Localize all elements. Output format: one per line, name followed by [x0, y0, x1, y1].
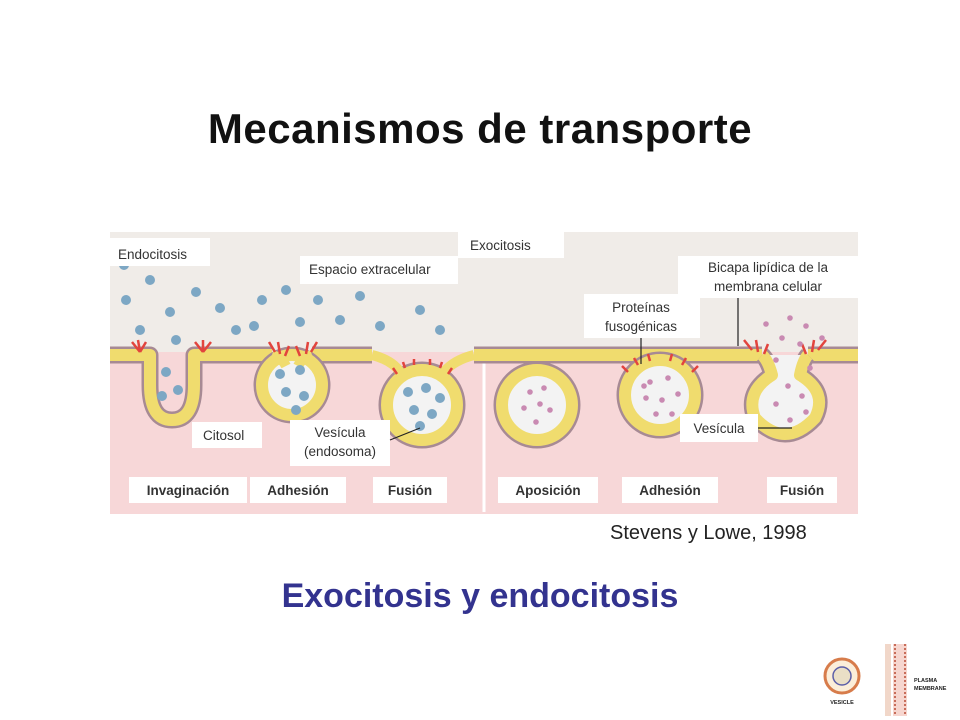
cargo-particle: [409, 405, 419, 415]
cargo-particle: [313, 295, 323, 305]
cargo-particle: [547, 407, 553, 413]
label-fusogenic-proteins-1: Proteínas: [612, 300, 670, 315]
cargo-particle: [819, 335, 825, 341]
step-label-box: [129, 477, 247, 503]
label-lipid-bilayer-2: membrana celular: [714, 279, 823, 294]
endocytic-cargo: [119, 260, 445, 431]
step-label-box: [498, 477, 598, 503]
cargo-particle: [537, 401, 543, 407]
cargo-particle: [403, 387, 413, 397]
cargo-particle: [527, 389, 533, 395]
cargo-particle: [249, 321, 259, 331]
cargo-particle: [335, 315, 345, 325]
cargo-particle: [415, 305, 425, 315]
cargo-particle: [665, 375, 671, 381]
label-endosome-1: Vesícula: [314, 425, 366, 440]
cargo-particle: [521, 405, 527, 411]
cargo-particle: [215, 303, 225, 313]
cargo-particle: [375, 321, 385, 331]
cargo-particle: [533, 419, 539, 425]
thumbnail-membrane-strip: [893, 644, 907, 716]
cargo-particle: [281, 387, 291, 397]
cargo-particle: [295, 317, 305, 327]
pointer-endosome: [389, 427, 421, 441]
label-vesicle: Vesícula: [693, 421, 745, 436]
label-extracellular-space: Espacio extracelular: [309, 262, 431, 277]
cargo-particle: [161, 367, 171, 377]
thumbnail-plasma-label: PLASMA: [914, 678, 937, 684]
page-title: Mecanismos de transporte: [207, 105, 753, 152]
cargo-particle: [797, 341, 803, 347]
cargo-particle: [787, 315, 793, 321]
cargo-particle: [355, 291, 365, 301]
label-cytosol: Citosol: [203, 428, 244, 443]
label-lipid-bilayer-1: Bicapa lipídica de la: [708, 260, 829, 275]
step-label-box: [767, 477, 837, 503]
label-fusogenic-proteins-2: fusogénicas: [605, 319, 677, 334]
cargo-particle: [157, 391, 167, 401]
step-label: Aposición: [515, 483, 580, 498]
cargo-particle: [165, 307, 175, 317]
step-label: Adhesión: [639, 483, 701, 498]
cargo-particle: [641, 383, 647, 389]
cargo-particle: [435, 325, 445, 335]
cargo-particle: [291, 405, 301, 415]
cargo-particle: [763, 321, 769, 327]
cargo-particle: [779, 335, 785, 341]
cargo-particle: [643, 395, 649, 401]
cargo-particle: [231, 325, 241, 335]
cargo-particle: [669, 411, 675, 417]
cargo-particle: [275, 369, 285, 379]
fusogenic-proteins: [131, 339, 827, 375]
cargo-particle: [145, 275, 155, 285]
thumbnail-membrane-label: MEMBRANE: [914, 686, 947, 692]
cargo-particle: [295, 365, 305, 375]
cargo-particle: [421, 383, 431, 393]
cargo-particle: [427, 409, 437, 419]
cargo-particle: [799, 393, 805, 399]
cargo-particle: [191, 287, 201, 297]
citation: Stevens y Lowe, 1998: [610, 522, 807, 544]
cargo-particle: [121, 295, 131, 305]
cargo-particle: [281, 285, 291, 295]
cargo-particle: [541, 385, 547, 391]
exocytic-cargo: [521, 315, 825, 425]
step-label: Fusión: [780, 483, 824, 498]
cargo-particle: [173, 385, 183, 395]
step-label-box: [250, 477, 346, 503]
step-label-box: [373, 477, 447, 503]
cargo-particle: [785, 383, 791, 389]
cargo-particle: [803, 409, 809, 415]
label-exocitosis: Exocitosis: [470, 238, 531, 253]
step-label: Invaginación: [147, 483, 230, 498]
cargo-particle: [647, 379, 653, 385]
cargo-particle: [807, 365, 813, 371]
cargo-particle: [803, 323, 809, 329]
cargo-particle: [299, 391, 309, 401]
cargo-particle: [659, 397, 665, 403]
membrane-thumbnail: VESICLE PLASMA MEMBRANE: [815, 640, 960, 720]
label-endocitosis: Endocitosis: [118, 247, 187, 262]
subtitle: Exocitosis y endocitosis: [281, 577, 679, 615]
cargo-particle: [257, 295, 267, 305]
cargo-particle: [773, 357, 779, 363]
cargo-particle: [773, 401, 779, 407]
cargo-particle: [171, 335, 181, 345]
cargo-particle: [787, 417, 793, 423]
thumbnail-vesicle-label: VESICLE: [830, 700, 854, 706]
cargo-particle: [135, 325, 145, 335]
cargo-particle: [653, 411, 659, 417]
cargo-particle: [675, 391, 681, 397]
cargo-particle: [435, 393, 445, 403]
label-endosome-2: (endosoma): [304, 444, 376, 459]
step-label: Adhesión: [267, 483, 329, 498]
step-label-box: [622, 477, 718, 503]
step-label: Fusión: [388, 483, 432, 498]
